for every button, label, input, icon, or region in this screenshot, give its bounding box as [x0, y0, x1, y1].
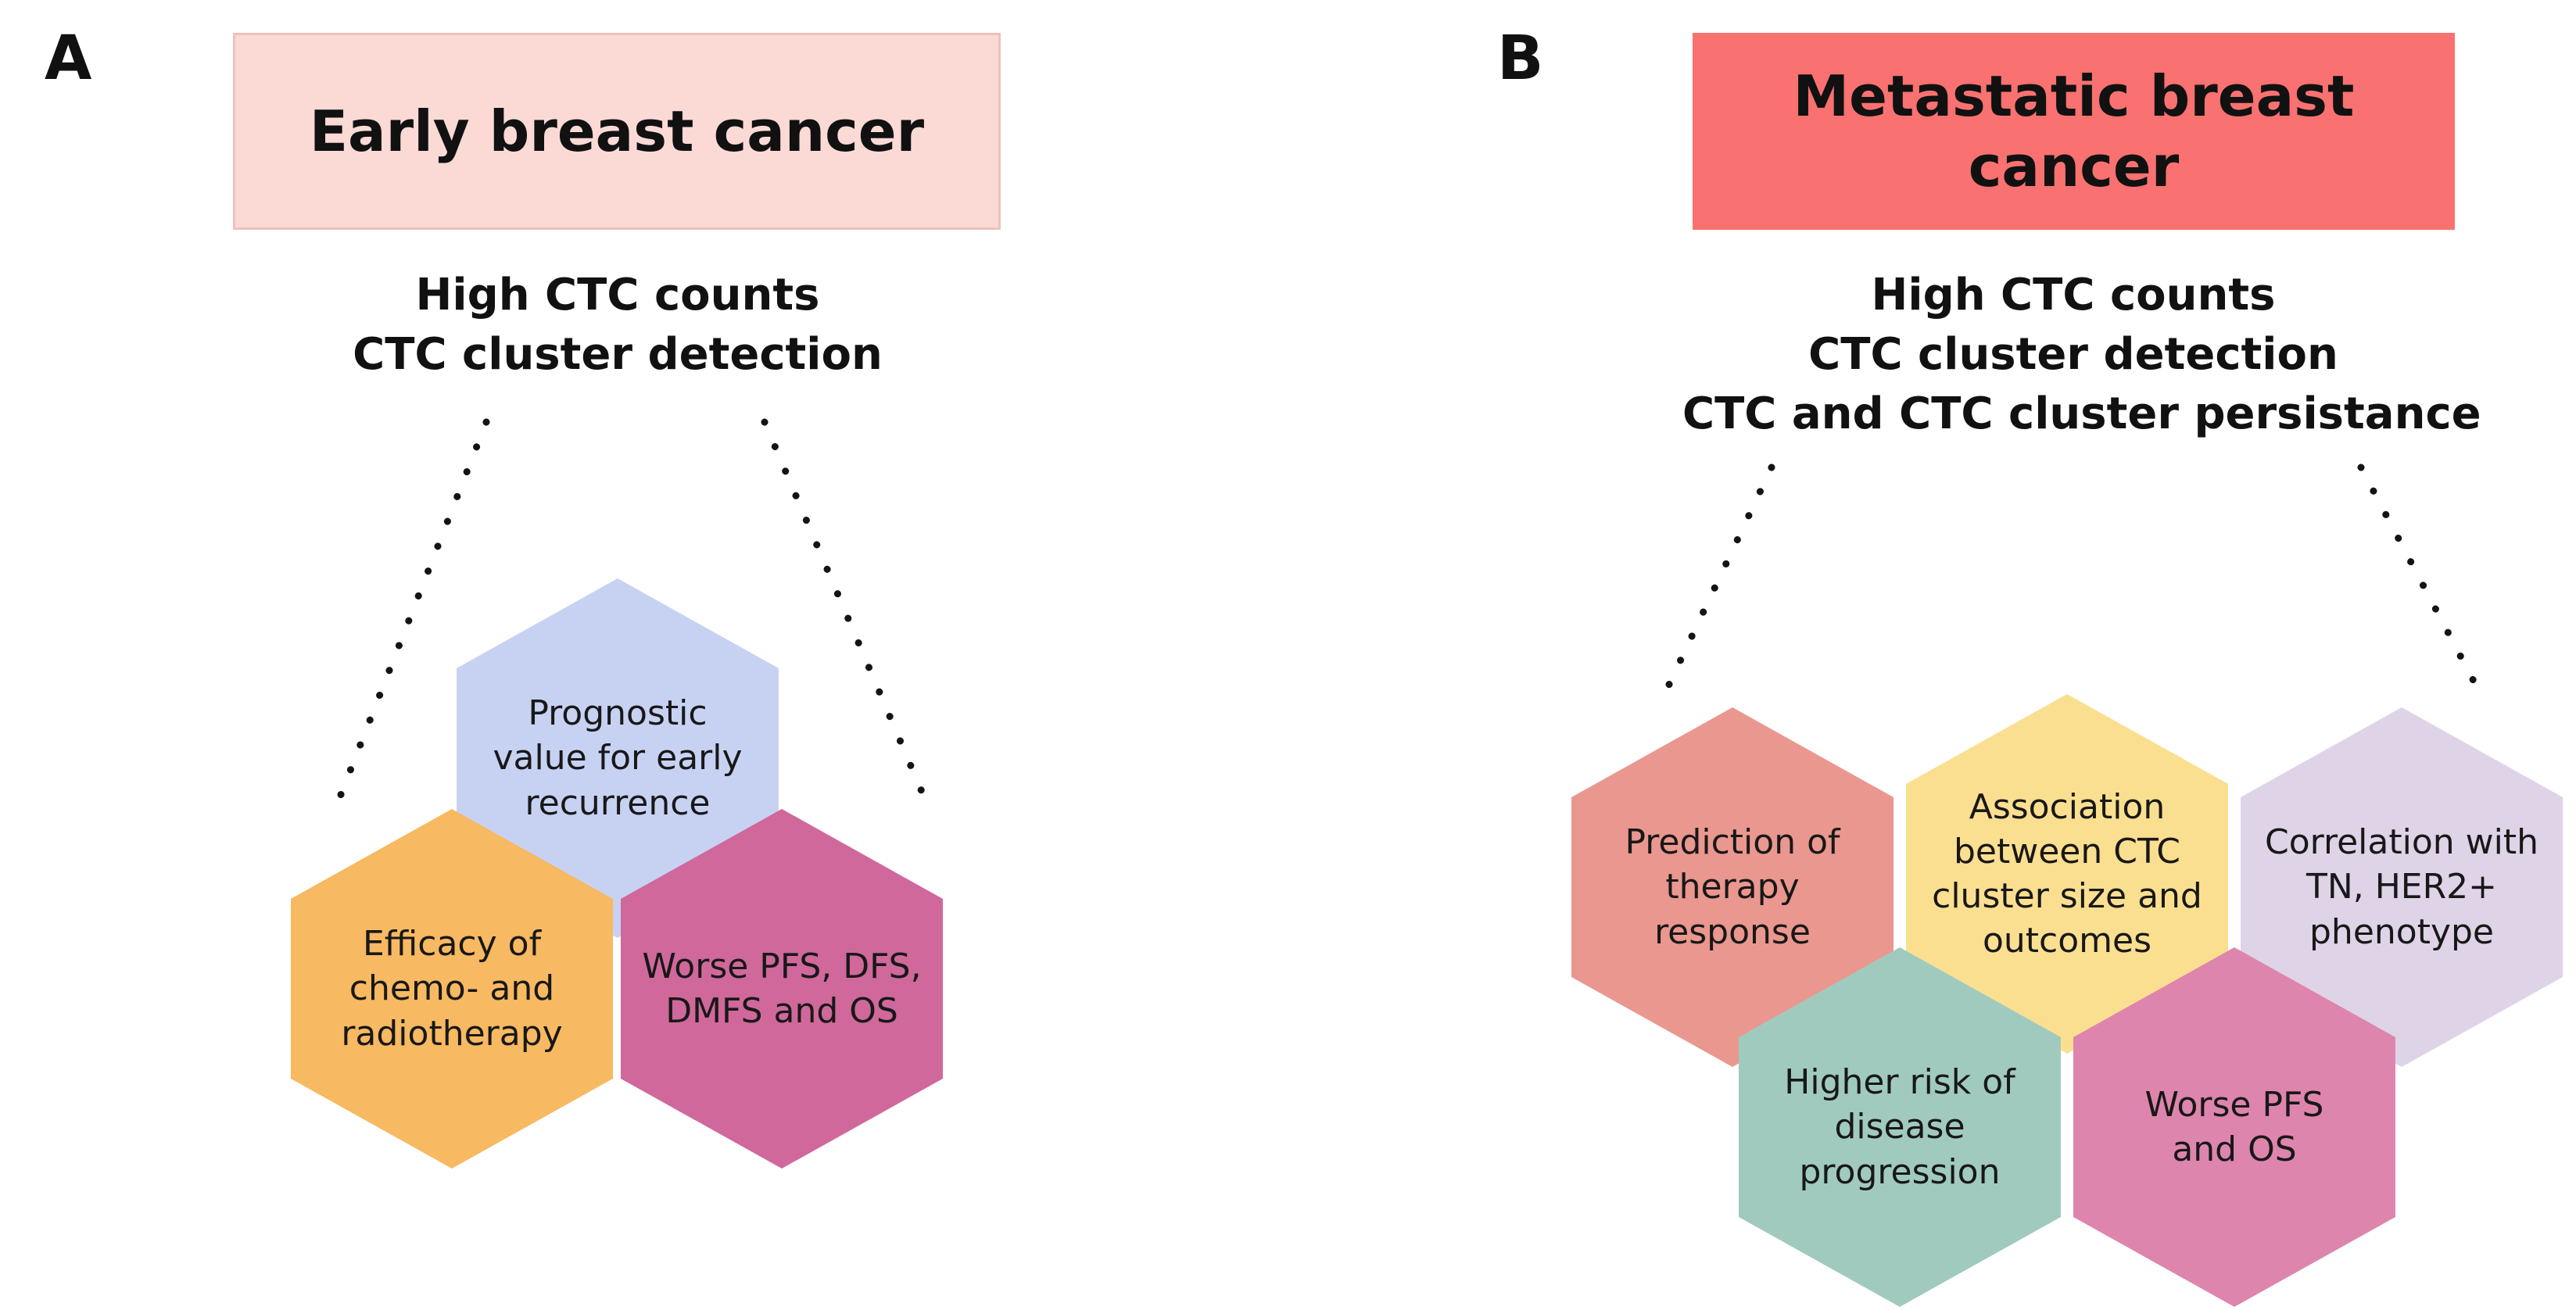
panel-b-title: Metastatic breast cancer [1793, 63, 2355, 199]
panel-b-label: B [1497, 23, 1544, 94]
panel-a-label: A [45, 23, 92, 94]
finding-line: CTC and CTC cluster persistance [1682, 388, 2481, 440]
hexagon-label: Worse PFS, DFS, DMFS and OS [642, 946, 922, 1031]
panel-a-findings: High CTC counts CTC cluster detection [227, 266, 1009, 385]
hexagon-label: Prediction of therapy response [1625, 822, 1840, 952]
finding-line: High CTC counts [1871, 270, 2276, 320]
finding-line: CTC cluster detection [1808, 329, 2338, 381]
hexagon-label: Prognostic value for early recurrence [493, 693, 743, 823]
hexagon-label: Association between CTC cluster size and… [1932, 786, 2202, 961]
panel-b-header-box: Metastatic breast cancer [1693, 33, 2455, 230]
hexagon-label: Efficacy of chemo- and radiotherapy [341, 924, 563, 1054]
panel-a-title: Early breast cancer [309, 98, 925, 164]
panel-a-right-dotted-line [761, 418, 926, 797]
panel-b-right-dotted-line [2357, 464, 2479, 688]
hexagon-worse-pfs-os: Worse PFS and OS [2073, 947, 2395, 1307]
finding-line: High CTC counts [415, 270, 820, 320]
hexagon-label: Correlation with TN, HER2+ phenotype [2265, 822, 2538, 952]
panel-b-left-dotted-line [1663, 464, 1775, 693]
hexagon-label: Higher risk of disease progression [1784, 1062, 2015, 1192]
hexagon-prediction-therapy-response: Prediction of therapy response [1571, 707, 1893, 1067]
hexagon-higher-risk-progression: Higher risk of disease progression [1739, 947, 2061, 1307]
panel-a-header-box: Early breast cancer [233, 33, 1001, 230]
finding-line: CTC cluster detection [353, 329, 883, 381]
panel-b-findings: High CTC counts CTC cluster detection CT… [1682, 266, 2481, 444]
hexagon-label: Worse PFS and OS [2144, 1084, 2324, 1169]
